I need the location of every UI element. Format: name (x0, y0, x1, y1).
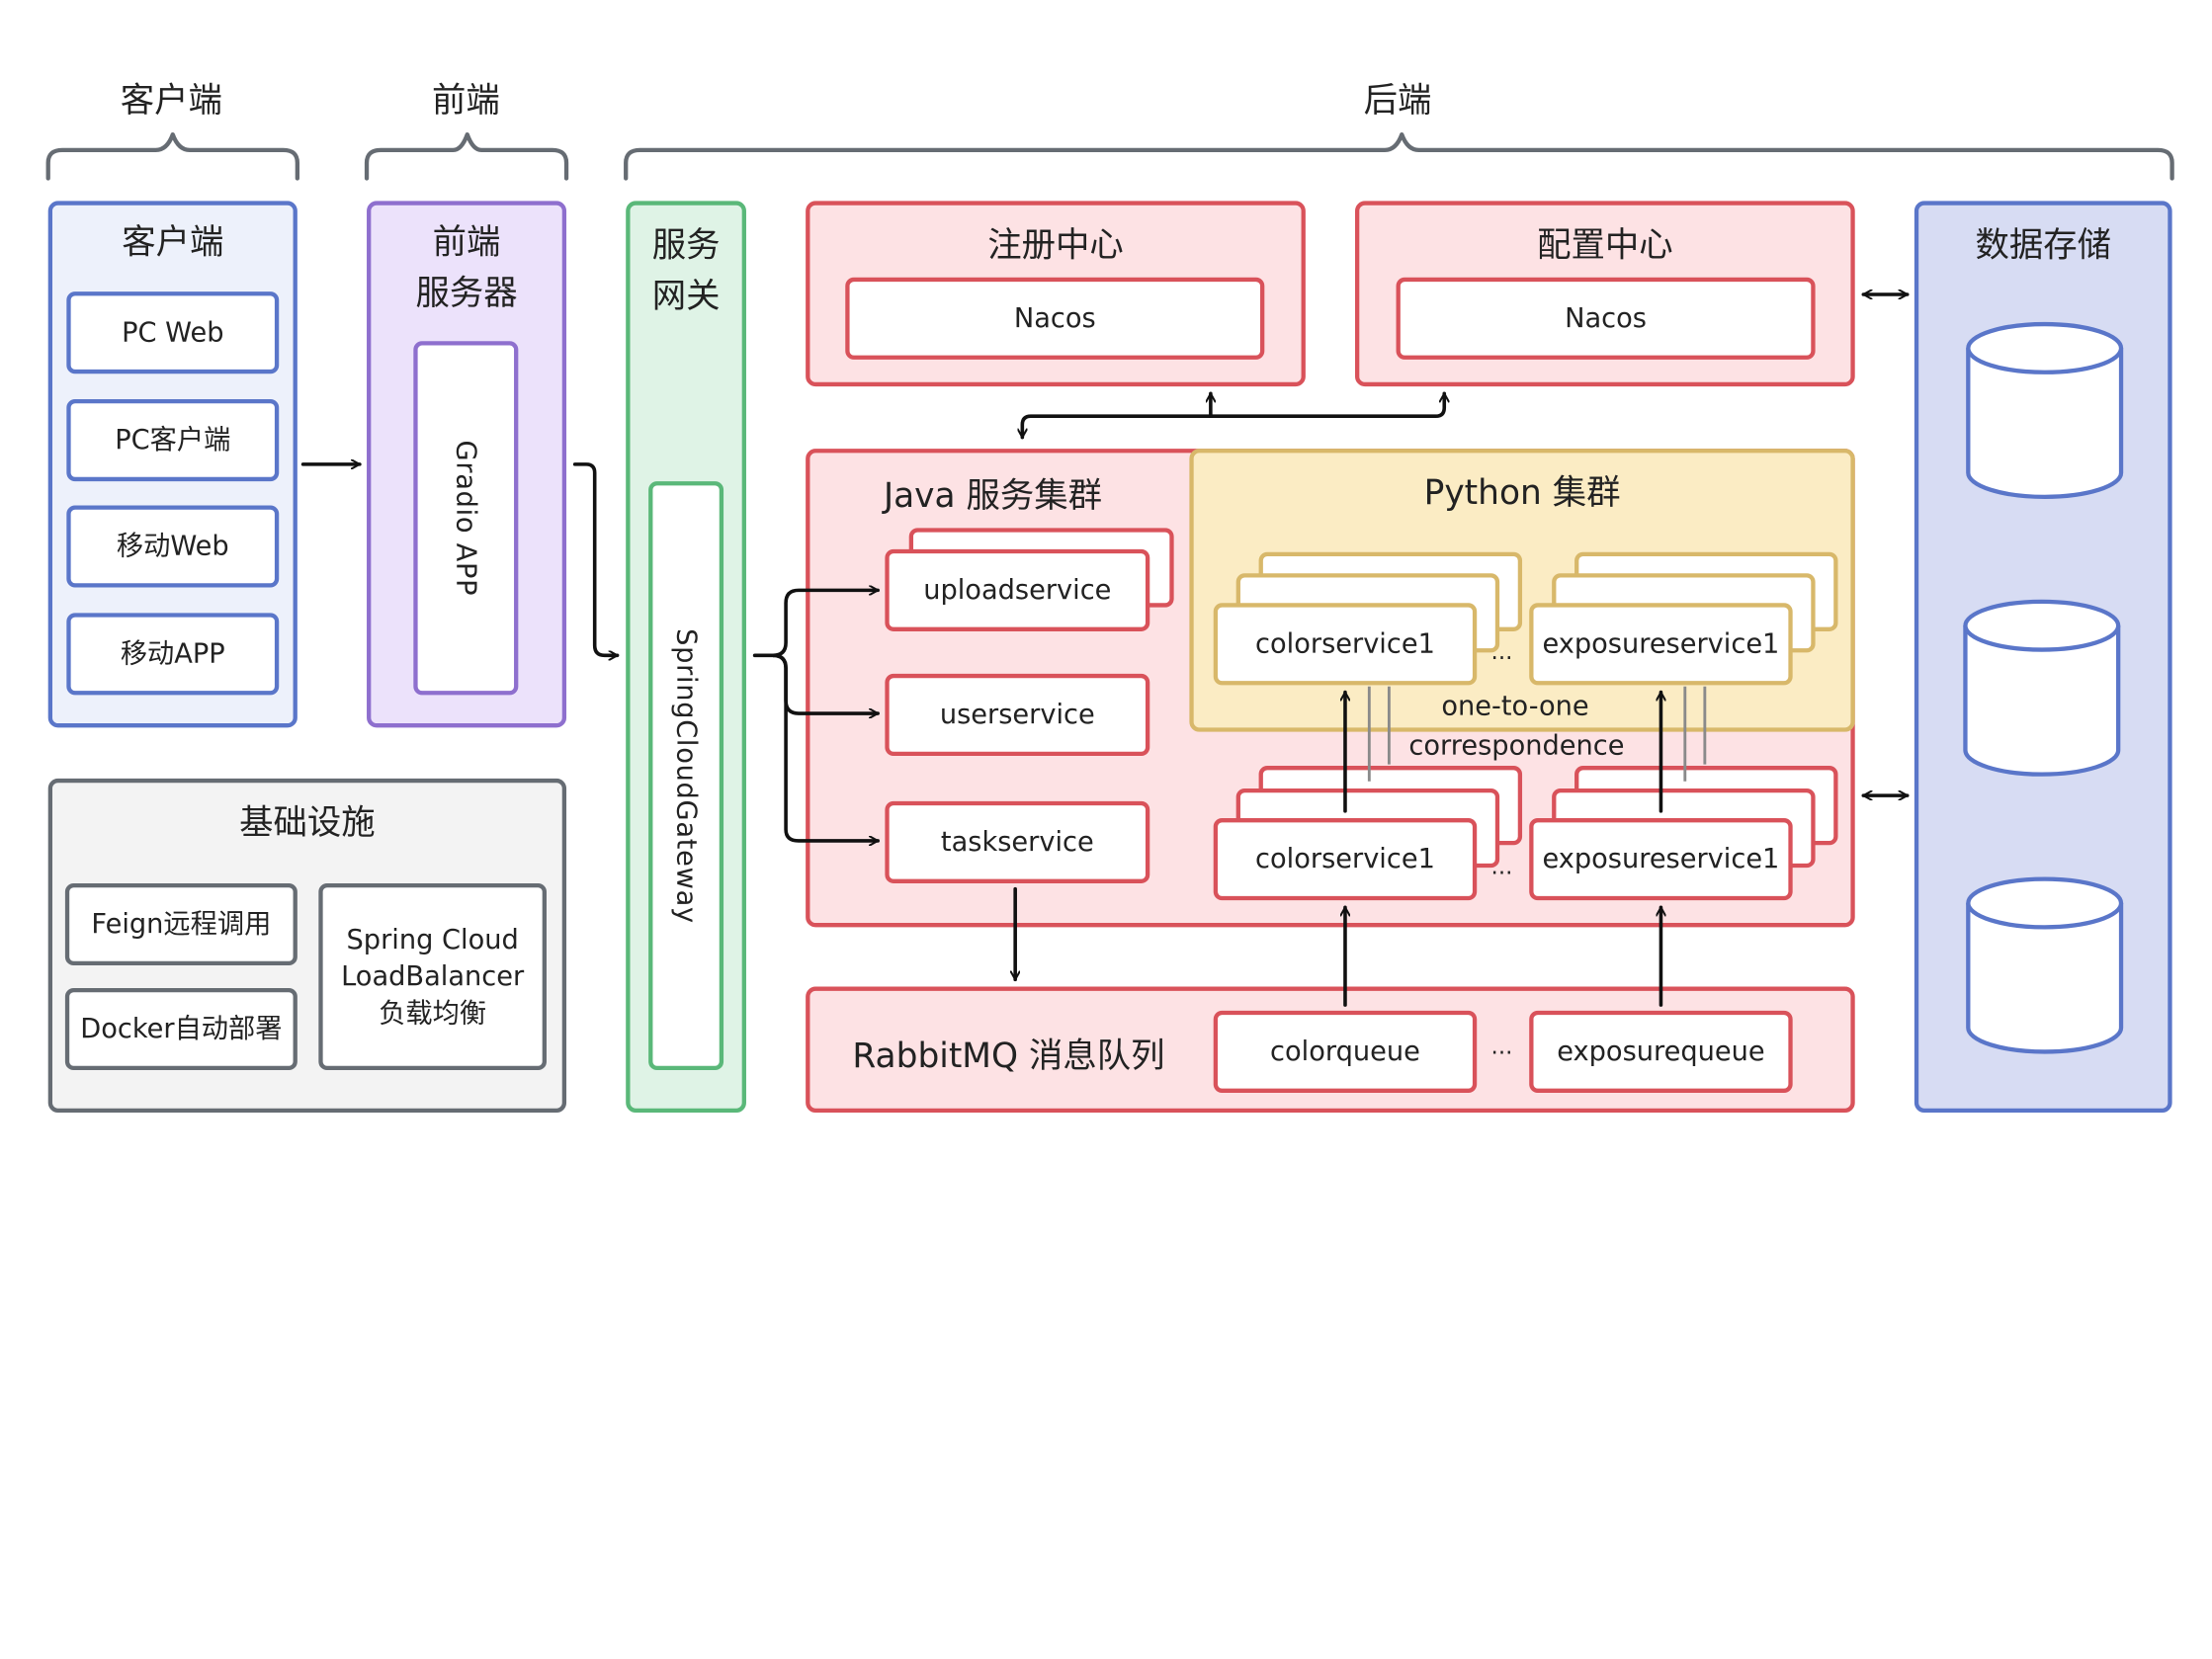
client-mobile-app: 移动APP (66, 613, 280, 696)
java-cluster-title: Java 服务集群 (883, 475, 1103, 516)
frontend-title-line1: 前端 (432, 221, 501, 263)
config-nacos: Nacos (1396, 277, 1816, 360)
infra-feign: Feign远程调用 (64, 882, 298, 966)
lb-line2: LoadBalancer (341, 960, 525, 993)
mq-colorqueue: colorqueue (1213, 1010, 1478, 1093)
gradio-app-label: Gradio APP (450, 440, 482, 597)
brace-frontend (364, 131, 569, 181)
worker-ellipsis: ··· (1490, 859, 1513, 886)
config-title: 配置中心 (1537, 224, 1673, 265)
db-redis-label: Redis (2007, 693, 2081, 725)
header-backend: 后端 (1363, 80, 1432, 121)
taskservice-box: taskservice (885, 800, 1150, 883)
header-client: 客户端 (120, 80, 222, 121)
correspondence-line1: one-to-one (1441, 691, 1589, 722)
db-oss-label: OSS (2016, 970, 2073, 1003)
registry-nacos: Nacos (845, 277, 1265, 360)
brace-client (45, 131, 299, 181)
client-title: 客户端 (122, 221, 224, 263)
py-ellipsis: ··· (1490, 643, 1513, 672)
client-pc-app: PC客户端 (66, 398, 280, 482)
infra-docker: Docker自动部署 (64, 987, 298, 1071)
py-colorservice-box: colorservice1 (1213, 603, 1478, 686)
correspondence-line2: correspondence (1408, 730, 1625, 762)
uploadservice-box: uploadservice (885, 548, 1150, 631)
gradio-app-box: Gradio APP (413, 341, 519, 696)
storage-title: 数据存储 (1975, 224, 2112, 265)
lb-line3: 负载均衡 (379, 997, 487, 1030)
gateway-title-line1: 服务 (651, 224, 721, 265)
db-mysql-label: MySQL (2000, 416, 2093, 448)
userservice-box: userservice (885, 673, 1150, 757)
registry-title: 注册中心 (987, 224, 1124, 265)
frontend-title-line2: 服务器 (415, 273, 518, 313)
mq-title: RabbitMQ 消息队列 (852, 1036, 1165, 1076)
worker-colorservice-box: colorservice1 (1213, 818, 1478, 901)
brace-backend (624, 131, 2174, 181)
mq-ellipsis: ··· (1490, 1038, 1513, 1066)
gateway-label: SpringCloudGateway (670, 627, 702, 924)
lb-line1: Spring Cloud (346, 924, 519, 956)
header-frontend: 前端 (431, 80, 500, 121)
gateway-box: SpringCloudGateway (648, 481, 724, 1071)
worker-exposureservice-box: exposureservice1 (1529, 818, 1793, 901)
mq-exposurequeue: exposurequeue (1529, 1010, 1793, 1093)
client-pc-web: PC Web (66, 291, 280, 374)
infra-loadbalancer: Spring Cloud LoadBalancer 负载均衡 (318, 882, 547, 1071)
gateway-title-line2: 网关 (651, 276, 721, 316)
client-mobile-web: 移动Web (66, 505, 280, 588)
python-cluster-title: Python 集群 (1423, 472, 1621, 513)
infra-title: 基础设施 (239, 802, 376, 843)
py-exposureservice-box: exposureservice1 (1529, 603, 1793, 686)
